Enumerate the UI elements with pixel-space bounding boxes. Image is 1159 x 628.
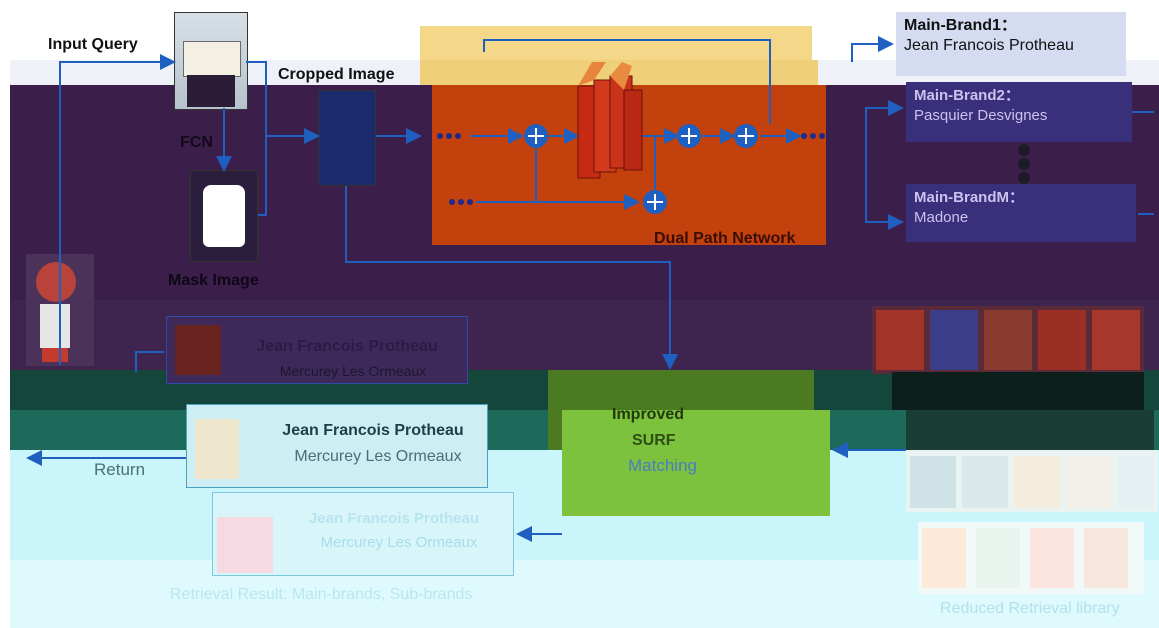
- residual-block-icon: [578, 62, 642, 178]
- vertical-ellipsis: [1018, 144, 1030, 184]
- cropped-image-label: Cropped Image: [278, 66, 394, 84]
- arrow-query-to-crop: [246, 62, 266, 215]
- arrow-to-brandm: [866, 136, 900, 222]
- arrow-results-to-avatar: [136, 352, 164, 372]
- improved-label: Improved: [612, 406, 684, 424]
- arrow-to-brand2: [866, 108, 900, 136]
- retrieval-result-label: Retrieval Result: Main-brands, Sub-brand…: [170, 586, 472, 604]
- return-label: Return: [94, 460, 145, 480]
- input-query-label: Input Query: [48, 36, 138, 54]
- arrow-query-up: [60, 62, 172, 365]
- reduced-library-label: Reduced Retrieval library: [940, 600, 1150, 618]
- arrow-cropped-to-surf: [346, 186, 670, 366]
- arrow-to-brand1: [852, 44, 890, 62]
- matching-label: Matching: [628, 456, 697, 476]
- surf-label: SURF: [632, 432, 676, 450]
- dual-path-network-label: Dual Path Network: [654, 230, 795, 248]
- mask-image-label: Mask Image: [168, 272, 259, 290]
- fcn-label: FCN: [180, 134, 213, 152]
